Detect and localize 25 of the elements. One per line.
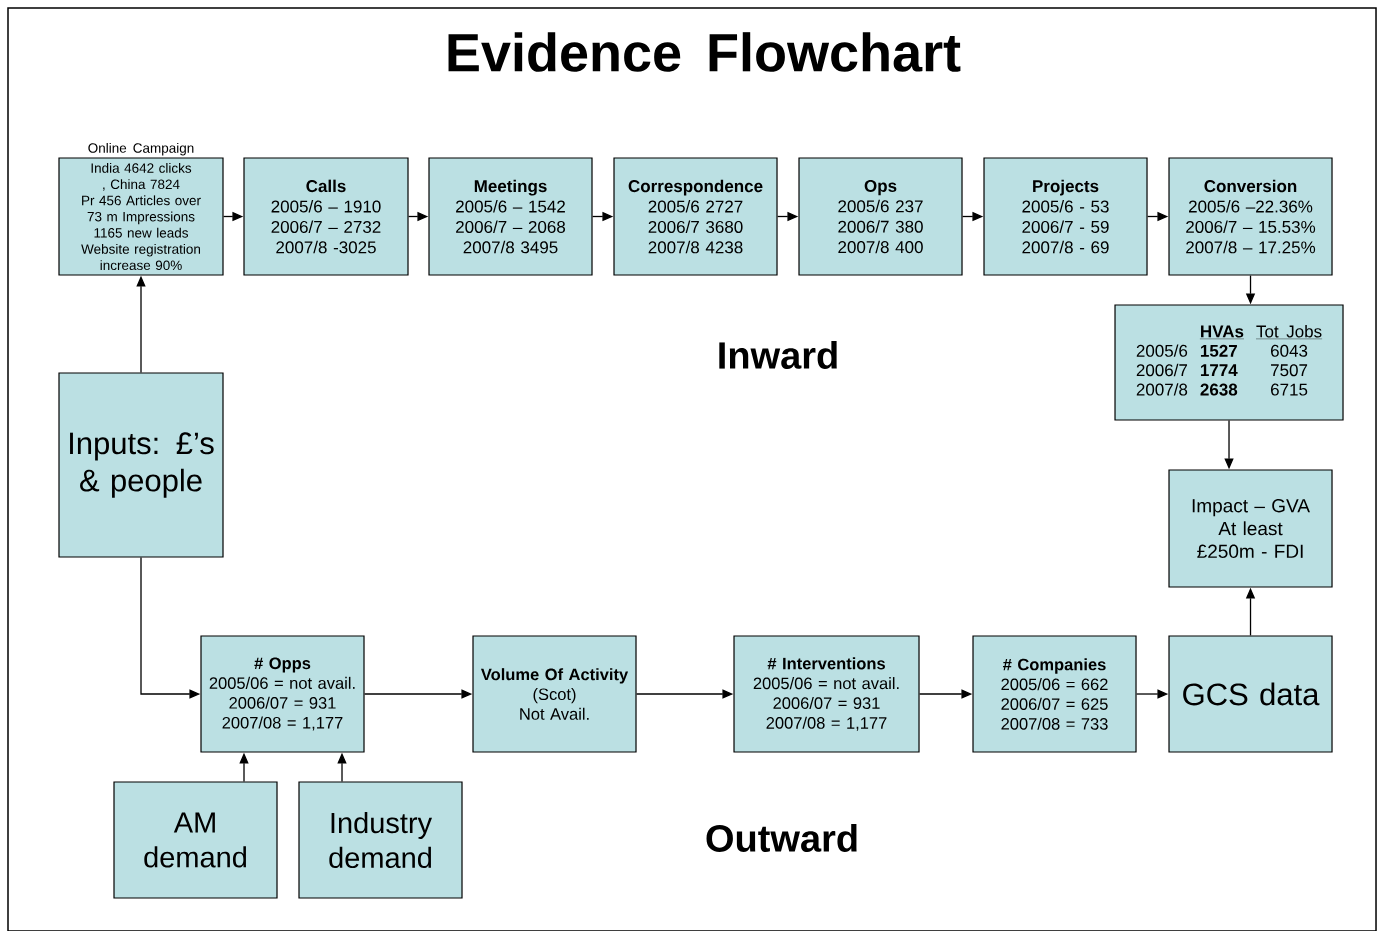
flow-box: Meetings 2005/6 – 1542 2006/7 – 2068 2007/8 3495 — [428, 157, 593, 276]
flow-box: GCS data — [1168, 635, 1333, 753]
box-heading: Online Campaign — [88, 142, 194, 156]
section-label: Outward — [706, 824, 857, 852]
flow-box: Inputs: £’s & people — [58, 372, 224, 558]
flow-box: Impact – GVA At least £250m - FDI — [1168, 469, 1333, 588]
flow-box: India 4642 clicks , China 7824 Pr 456 Articles over 73 m Impressions 1165 new leads Website registration increase 90% — [58, 157, 224, 276]
node-label: Website registration increase 90% — [81, 243, 201, 271]
flow-box: Correspondence 2005/6 2727 2006/7 3680 2007/8 4238 — [613, 157, 778, 276]
node-label: Pr 456 Articles over 73 m Impressions — [82, 195, 201, 225]
flow-box: Conversion 2005/6 –22.36% 2006/7 – 15.53% 2007/8 – 17.25% — [1168, 157, 1333, 276]
flow-box: Calls 2005/6 – 1910 2006/7 – 2732 2007/8 -3025 — [243, 157, 409, 276]
flow-box: Projects 2005/6 - 53 2006/7 - 59 2007/8 - 69 — [983, 157, 1148, 276]
flow-box: # Companies 2005/06 = 662 2006/07 = 625 2007/08 = 733 — [972, 635, 1137, 753]
flow-box: HVAs Tot Jobs 2005/6 1527 6043 2006/7 1774 7507 2007/8 2638 6715 — [1114, 304, 1344, 421]
flow-box: Ops 2005/6 237 2006/7 380 2007/8 400 — [798, 157, 963, 276]
node-label: India 4642 clicks , China 7824 — [91, 162, 192, 191]
flow-box: Industry demand — [298, 781, 463, 899]
title: Evidence Flowchart — [448, 32, 961, 72]
flow-box: # Interventions 2005/06 = not avail. 2006/07 = 931 2007/08 = 1,177 — [733, 635, 920, 753]
flow-box: Volume Of Activity (Scot) Not Avail. — [472, 635, 637, 753]
flow-box: # Opps 2005/06 = not avail. 2006/07 = 931 2007/08 = 1,177 — [200, 635, 365, 753]
section-label: Inward — [719, 341, 837, 369]
flow-box: AM demand — [113, 781, 278, 899]
node-label: 1165 new leads — [94, 227, 189, 238]
